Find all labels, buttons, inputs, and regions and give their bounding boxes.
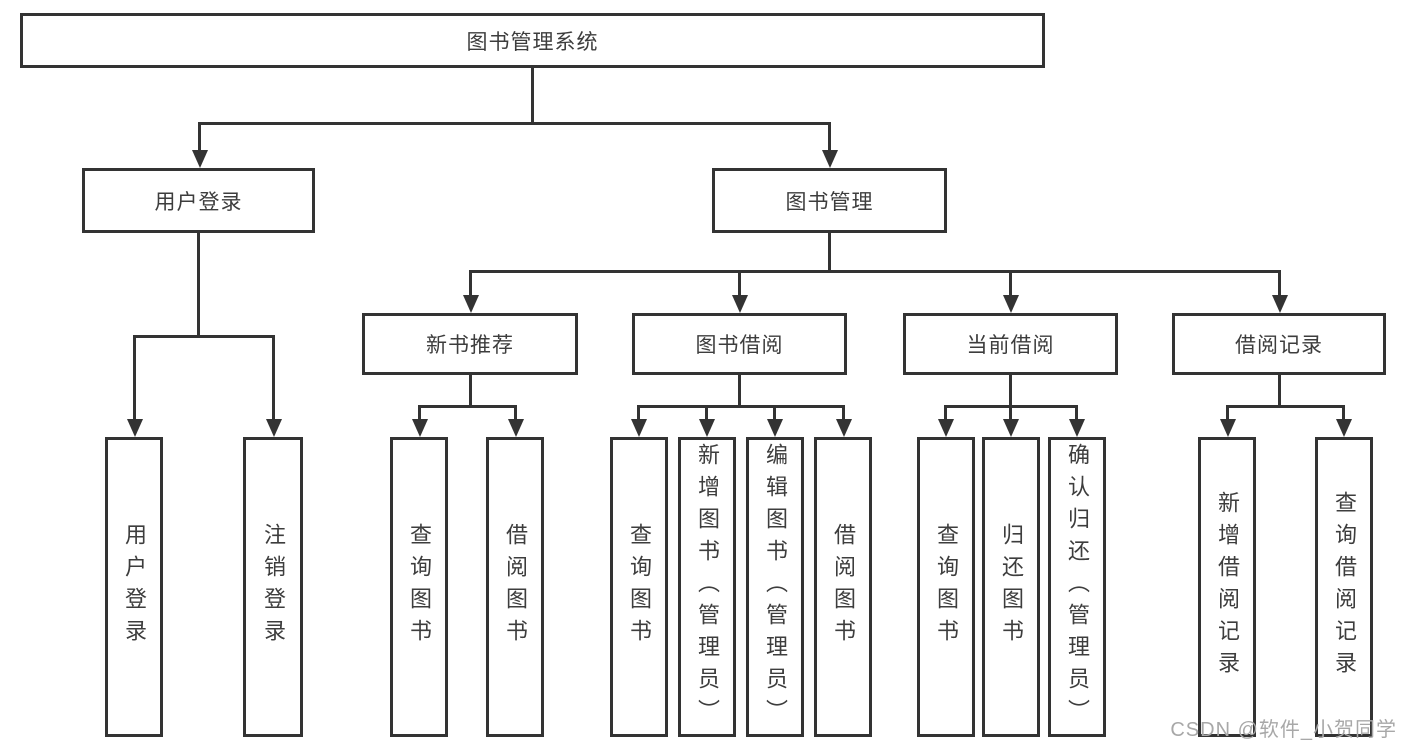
- connector-line: [944, 405, 947, 419]
- connector-line: [705, 405, 708, 419]
- connector-line: [514, 405, 517, 419]
- node-label: 借阅记录: [1235, 334, 1323, 357]
- connector-line: [637, 405, 640, 419]
- node-bb-query-books-box: 查询图书: [610, 437, 668, 737]
- watermark-text: CSDN @软件_小贺同学: [1170, 719, 1397, 741]
- node-label: 借阅图书: [831, 523, 856, 651]
- connector-line: [773, 405, 776, 419]
- connector-line: [1278, 375, 1281, 408]
- node-label: 查询图书: [407, 523, 432, 651]
- connector-line: [469, 270, 1281, 273]
- arrow-down-icon: [836, 419, 852, 437]
- arrow-down-icon: [1336, 419, 1352, 437]
- arrow-down-icon: [631, 419, 647, 437]
- node-label: 当前借阅: [966, 334, 1055, 357]
- node-label: 编辑图书（管理员）: [763, 443, 788, 731]
- connector-line: [272, 335, 275, 419]
- connector-line: [1342, 405, 1345, 419]
- arrow-down-icon: [767, 419, 783, 437]
- node-user-login-branch-box: 用户登录: [82, 168, 315, 233]
- connector-line: [198, 122, 201, 152]
- arrow-down-icon: [508, 419, 524, 437]
- connector-line: [133, 335, 275, 338]
- node-new-book-rec-box: 新书推荐: [362, 313, 578, 375]
- node-label: 用户登录: [154, 190, 243, 214]
- arrow-down-icon: [412, 419, 428, 437]
- node-borrow-records-box: 借阅记录: [1172, 313, 1386, 375]
- connector-line: [133, 335, 136, 419]
- connector-line: [198, 122, 831, 125]
- node-label: 图书借阅: [695, 334, 784, 357]
- connector-line: [1009, 270, 1012, 295]
- node-book-mgmt-branch-box: 图书管理: [712, 168, 947, 233]
- node-user-login-box: 用户登录: [105, 437, 163, 737]
- node-label: 归还图书: [999, 523, 1024, 651]
- node-cb-return-books-box: 归还图书: [982, 437, 1040, 737]
- connector-line: [828, 122, 831, 152]
- connector-line: [637, 405, 845, 408]
- node-bb-add-books-box: 新增图书（管理员）: [678, 437, 736, 737]
- arrow-down-icon: [127, 419, 143, 437]
- arrow-down-icon: [463, 295, 479, 313]
- node-label: 新增图书（管理员）: [695, 443, 720, 731]
- connector-line: [1226, 405, 1345, 408]
- arrow-down-icon: [266, 419, 282, 437]
- node-rec-borrow-books-box: 借阅图书: [486, 437, 544, 737]
- node-root-box: 图书管理系统: [20, 13, 1045, 68]
- node-bb-borrow-books-box: 借阅图书: [814, 437, 872, 737]
- node-label: 新增借阅记录: [1215, 491, 1240, 683]
- node-label: 注销登录: [261, 523, 286, 651]
- connector-line: [469, 375, 472, 408]
- connector-line: [738, 375, 741, 408]
- arrow-down-icon: [1003, 295, 1019, 313]
- node-label: 借阅图书: [503, 523, 528, 651]
- connector-line: [828, 233, 831, 273]
- node-label: 确认归还（管理员）: [1065, 443, 1090, 731]
- node-label: 用户登录: [122, 523, 147, 651]
- connector-line: [1009, 375, 1012, 408]
- connector-line: [1226, 405, 1229, 419]
- connector-line: [418, 405, 517, 408]
- node-logout-box: 注销登录: [243, 437, 303, 737]
- arrow-down-icon: [822, 150, 838, 168]
- connector-line: [531, 68, 534, 125]
- connector-line: [1278, 270, 1281, 295]
- node-label: 图书管理系统: [466, 30, 599, 54]
- node-br-add-record-box: 新增借阅记录: [1198, 437, 1256, 737]
- arrow-down-icon: [1069, 419, 1085, 437]
- node-current-borrow-box: 当前借阅: [903, 313, 1118, 375]
- node-label: 新书推荐: [426, 334, 514, 357]
- connector-line: [738, 270, 741, 295]
- node-label: 查询图书: [934, 523, 959, 651]
- arrow-down-icon: [1220, 419, 1236, 437]
- connector-line: [418, 405, 421, 419]
- node-label: 查询图书: [627, 523, 652, 651]
- node-book-borrow-box: 图书借阅: [632, 313, 847, 375]
- connector-line: [469, 270, 472, 295]
- arrow-down-icon: [699, 419, 715, 437]
- connector-line: [1075, 405, 1078, 419]
- node-br-query-record-box: 查询借阅记录: [1315, 437, 1373, 737]
- arrow-down-icon: [732, 295, 748, 313]
- node-label: 图书管理: [785, 190, 874, 214]
- node-bb-edit-books-box: 编辑图书（管理员）: [746, 437, 804, 737]
- arrow-down-icon: [192, 150, 208, 168]
- node-label: 查询借阅记录: [1332, 491, 1357, 683]
- node-rec-query-books-box: 查询图书: [390, 437, 448, 737]
- arrow-down-icon: [1003, 419, 1019, 437]
- arrow-down-icon: [1272, 295, 1288, 313]
- node-cb-query-books-box: 查询图书: [917, 437, 975, 737]
- connector-line: [197, 233, 200, 338]
- connector-line: [842, 405, 845, 419]
- node-cb-confirm-return-box: 确认归还（管理员）: [1048, 437, 1106, 737]
- arrow-down-icon: [938, 419, 954, 437]
- connector-line: [1009, 405, 1012, 419]
